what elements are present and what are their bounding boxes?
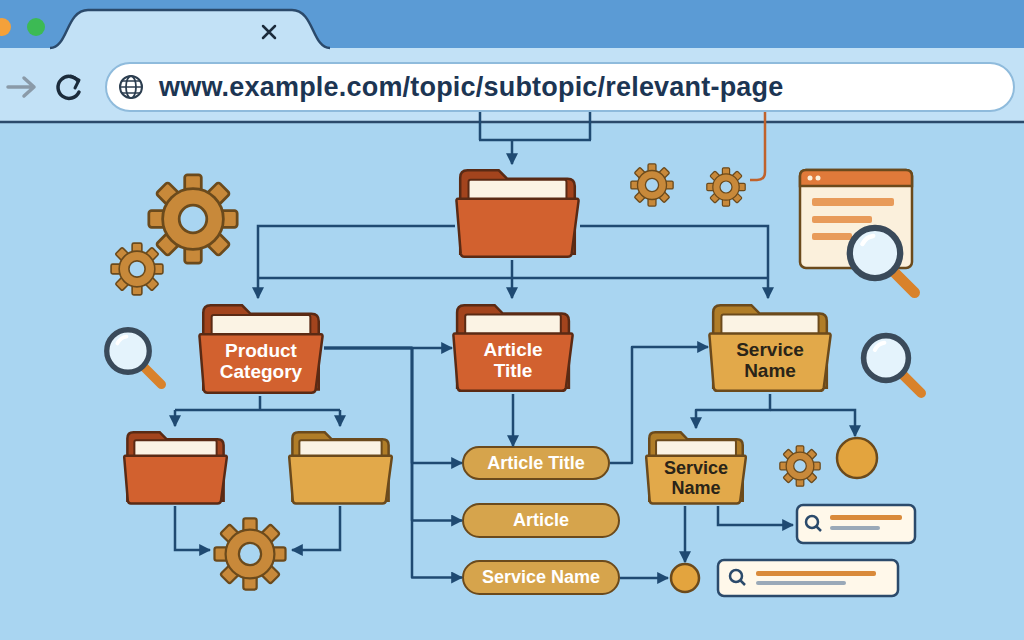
connector-arrow	[696, 394, 770, 428]
branch-line	[620, 577, 668, 580]
node-label: Article	[513, 510, 569, 531]
page-pill: Article Title	[462, 446, 610, 480]
folder-shape	[453, 305, 572, 391]
connector-arrow	[324, 348, 462, 463]
search-icon	[740, 580, 745, 585]
connector-arrow	[610, 347, 708, 463]
branch-line	[339, 410, 342, 426]
branch-line	[770, 410, 855, 436]
window-icon-line	[812, 216, 872, 223]
gear-icon	[149, 175, 237, 263]
folder-label-area: Product Category	[202, 333, 320, 391]
end-dot	[671, 564, 699, 592]
folder-node: Product Category	[198, 300, 324, 396]
branch-line	[175, 396, 340, 410]
gear-icon	[780, 446, 820, 486]
magnifier-icon	[107, 330, 162, 385]
gear-icon	[631, 164, 673, 206]
toolbar-border	[0, 121, 1024, 124]
globe-icon	[120, 81, 142, 93]
folder-label-area: Article Title	[456, 332, 570, 388]
connector-arrow	[512, 394, 515, 446]
magnifier-icon	[850, 228, 915, 293]
window-icon-line	[812, 233, 852, 240]
sub-folder	[289, 432, 392, 503]
title-bar	[0, 0, 1024, 48]
window-dot	[27, 18, 45, 36]
end-dot	[837, 438, 877, 478]
search-icon	[816, 526, 821, 531]
gear-icon	[111, 243, 163, 295]
search-line	[830, 515, 902, 520]
magnifier-icon	[864, 336, 922, 394]
page-pill: Service Name	[462, 560, 620, 595]
node-label: Article Title	[487, 453, 585, 474]
folder-shape	[646, 432, 746, 503]
node-label: Article Title	[467, 339, 559, 382]
folder-node: Service Name	[645, 428, 747, 506]
folder-label-area: Service Name	[712, 332, 828, 388]
window-icon-dot	[808, 176, 813, 181]
globe-icon	[126, 76, 136, 98]
folder-label-area: Service Name	[649, 455, 743, 502]
browser-tab	[50, 10, 330, 48]
address-bar: www.example.com/topic/subtopic/relevant-…	[105, 62, 1015, 112]
folder-shape	[709, 305, 830, 391]
globe-icon	[120, 76, 142, 98]
branch-line	[174, 410, 177, 426]
url-leader	[479, 112, 591, 140]
branch-line	[580, 226, 768, 298]
reload-icon	[71, 76, 79, 88]
page-pill: Article	[462, 503, 620, 538]
search-box	[797, 505, 915, 543]
folder-node: Service Name	[708, 300, 832, 394]
close-icon	[263, 26, 275, 38]
search-line	[756, 571, 876, 576]
node-label: Service Name	[482, 567, 600, 588]
sub-folder	[124, 432, 227, 503]
connector-arrow	[324, 347, 452, 350]
window-icon-bar	[800, 170, 912, 186]
gear-icon	[214, 518, 285, 589]
branch-line	[175, 506, 210, 550]
url-leader	[511, 140, 514, 164]
folder-shape	[199, 305, 322, 392]
window-dot	[0, 18, 11, 36]
reload-icon	[58, 76, 79, 98]
branch-line	[258, 226, 455, 298]
root-folder	[456, 170, 578, 257]
window-icon-dot	[816, 176, 821, 181]
folder-node: Article Title	[452, 300, 574, 394]
search-line	[830, 526, 880, 530]
connector-arrow	[324, 348, 462, 521]
node-label: Service Name	[724, 339, 816, 382]
toolbar	[0, 48, 1024, 122]
branch-line	[292, 506, 340, 550]
forward-icon	[8, 78, 34, 96]
node-label: Service Name	[654, 458, 738, 498]
connector-layer	[324, 347, 770, 578]
connector-arrow	[324, 348, 462, 578]
branch-line	[258, 277, 768, 280]
search-line	[756, 581, 846, 585]
search-box	[718, 560, 898, 596]
url-bracket	[750, 112, 765, 180]
window-icon-line	[812, 198, 894, 206]
branch-line	[718, 506, 793, 525]
node-label: Product Category	[215, 340, 307, 383]
branch-line	[684, 506, 687, 562]
globe-icon	[120, 76, 142, 98]
gear-icon	[707, 168, 745, 206]
node-label: www.example.com/topic/subtopic/relevant-…	[159, 72, 783, 103]
